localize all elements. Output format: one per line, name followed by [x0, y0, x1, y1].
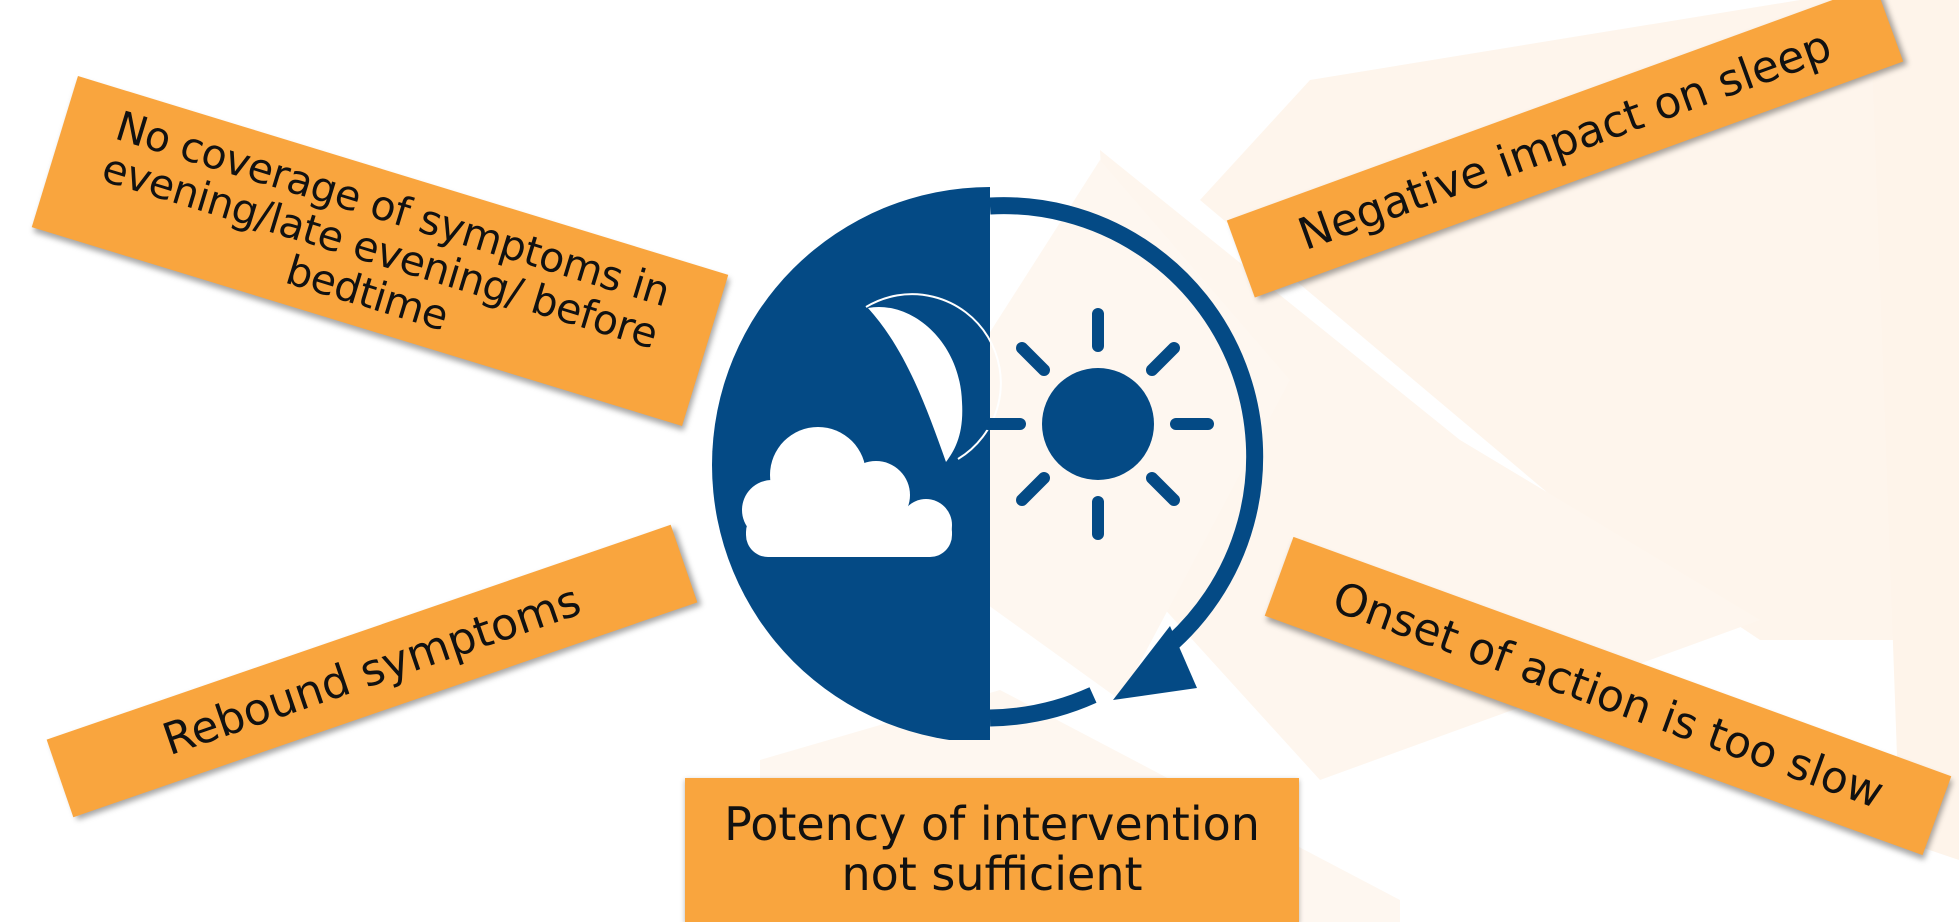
moon-icon [865, 293, 1002, 460]
cycle-arc [989, 197, 1264, 660]
potency-insufficient-label: Potency of intervention not sufficient [685, 778, 1299, 922]
day-night-cycle-icon [712, 187, 1264, 740]
arrow-head [1113, 626, 1197, 700]
sun-icon [982, 308, 1214, 540]
potency-insufficient-text: Potency of intervention not sufficient [724, 797, 1260, 901]
cloud-icon [742, 427, 952, 557]
